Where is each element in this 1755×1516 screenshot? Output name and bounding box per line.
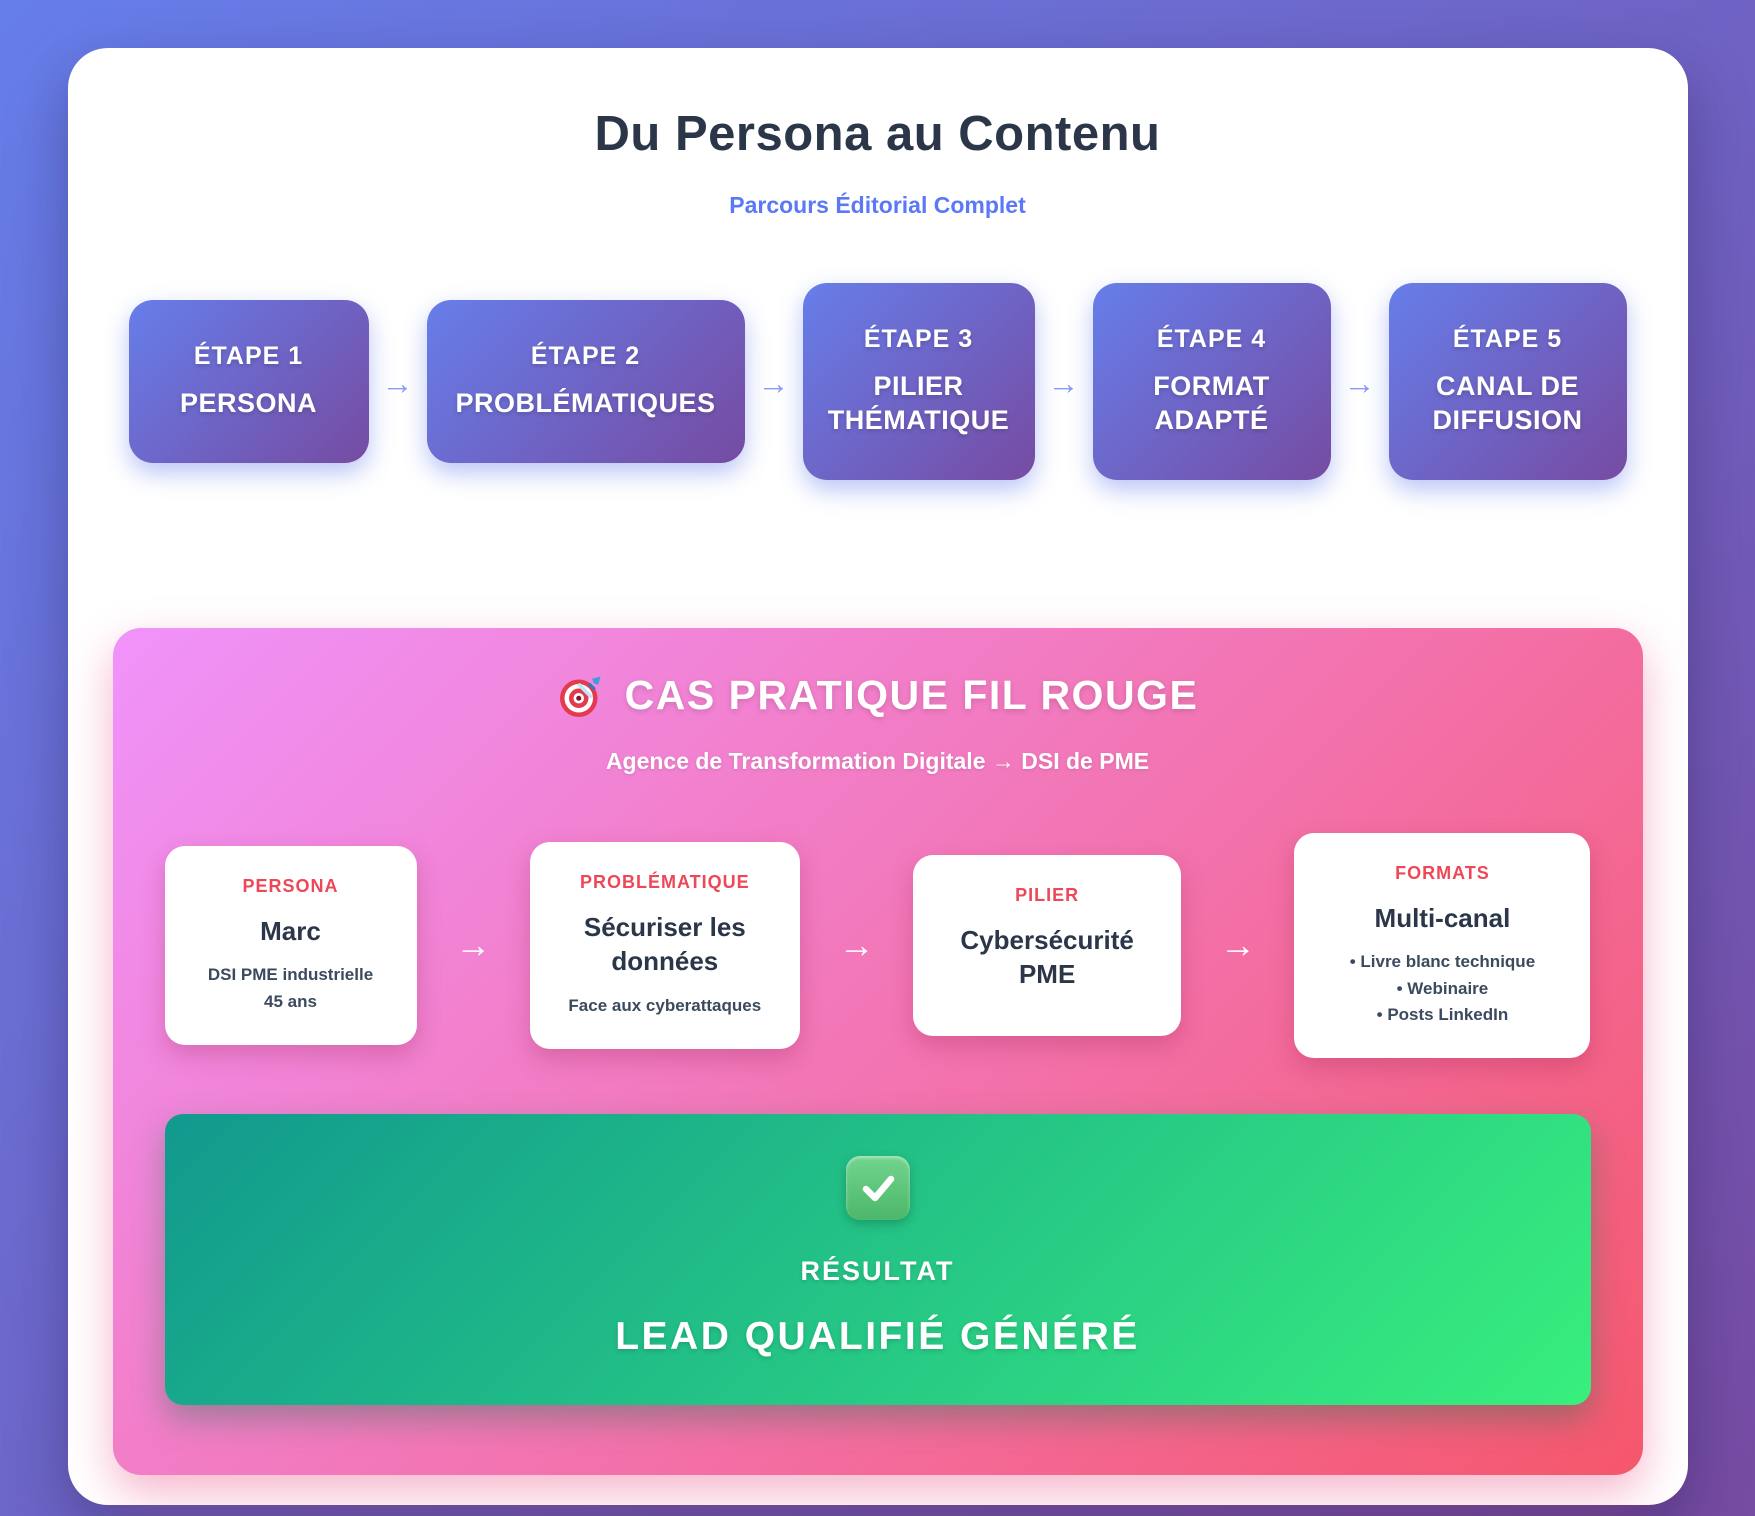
card-line: • Livre blanc technique bbox=[1349, 952, 1536, 972]
main-card: Du Persona au Contenu Parcours Éditorial… bbox=[67, 48, 1688, 1506]
pilier-card: PILIER Cybersécurité PME bbox=[913, 855, 1182, 1036]
card-line: Face aux cyberattaques bbox=[568, 995, 762, 1015]
step-label: ÉTAPE 5 bbox=[1452, 325, 1563, 353]
page-title: Du Persona au Contenu bbox=[594, 107, 1161, 161]
arrow-right-icon: → bbox=[455, 924, 492, 966]
case-cards-row: PERSONA Marc DSI PME industrielle 45 ans… bbox=[164, 832, 1591, 1059]
card-title: Multi-canal bbox=[1374, 902, 1511, 933]
case-study-header: CAS PRATIQUE FIL ROUGE bbox=[165, 672, 1591, 720]
step-label: ÉTAPE 2 bbox=[530, 341, 641, 370]
case-study-subtitle: Agence de Transformation Digitale → DSI … bbox=[605, 747, 1150, 774]
arrow-right-icon: → bbox=[757, 364, 790, 401]
target-icon bbox=[557, 672, 605, 720]
card-line: • Webinaire bbox=[1396, 978, 1489, 998]
card-label: PERSONA bbox=[242, 875, 339, 896]
step-label: ÉTAPE 4 bbox=[1156, 325, 1267, 353]
card-label: FORMATS bbox=[1395, 862, 1490, 883]
result-title: LEAD QUALIFIÉ GÉNÉRÉ bbox=[615, 1315, 1140, 1359]
step-label: ÉTAPE 1 bbox=[193, 341, 304, 370]
card-line: 45 ans bbox=[264, 991, 317, 1011]
step-box-4: ÉTAPE 4 FORMAT ADAPTÉ bbox=[1092, 283, 1331, 480]
step-box-1: ÉTAPE 1 PERSONA bbox=[128, 299, 369, 463]
card-label: PILIER bbox=[1015, 885, 1080, 906]
case-study-panel: CAS PRATIQUE FIL ROUGE Agence de Transfo… bbox=[112, 627, 1643, 1476]
arrow-right-icon: → bbox=[381, 364, 414, 401]
arrow-right-icon: → bbox=[1219, 924, 1256, 966]
steps-row: ÉTAPE 1 PERSONA → ÉTAPE 2 PROBLÉMATIQUES… bbox=[113, 283, 1643, 480]
problematique-card: PROBLÉMATIQUE Sécuriser les données Face… bbox=[529, 841, 800, 1049]
result-banner: RÉSULTAT LEAD QUALIFIÉ GÉNÉRÉ bbox=[164, 1114, 1591, 1406]
step-box-5: ÉTAPE 5 CANAL DE DIFFUSION bbox=[1388, 283, 1627, 480]
arrow-right-icon: → bbox=[838, 924, 875, 966]
check-icon bbox=[845, 1156, 910, 1221]
card-title: Cybersécurité PME bbox=[960, 925, 1134, 989]
page-subtitle: Parcours Éditorial Complet bbox=[729, 192, 1026, 218]
arrow-right-icon: → bbox=[1343, 364, 1376, 401]
card-line: • Posts LinkedIn bbox=[1376, 1004, 1509, 1024]
step-box-3: ÉTAPE 3 PILIER THÉMATIQUE bbox=[802, 283, 1035, 480]
step-name: CANAL DE DIFFUSION bbox=[1432, 371, 1583, 435]
card-label: PROBLÉMATIQUE bbox=[579, 871, 750, 892]
step-name: PERSONA bbox=[179, 387, 318, 418]
step-name: PROBLÉMATIQUES bbox=[455, 387, 716, 418]
case-study-title: CAS PRATIQUE FIL ROUGE bbox=[624, 672, 1199, 718]
step-box-2: ÉTAPE 2 PROBLÉMATIQUES bbox=[426, 299, 745, 463]
persona-card: PERSONA Marc DSI PME industrielle 45 ans bbox=[164, 845, 417, 1046]
result-label: RÉSULTAT bbox=[800, 1256, 955, 1287]
formats-card: FORMATS Multi-canal • Livre blanc techni… bbox=[1294, 832, 1591, 1059]
card-title: Sécuriser les données bbox=[583, 911, 746, 976]
step-name: PILIER THÉMATIQUE bbox=[827, 371, 1010, 435]
arrow-right-icon: → bbox=[1047, 364, 1080, 401]
card-title: Marc bbox=[260, 915, 321, 946]
step-name: FORMAT ADAPTÉ bbox=[1153, 371, 1270, 435]
step-label: ÉTAPE 3 bbox=[863, 325, 974, 353]
card-line: DSI PME industrielle bbox=[207, 965, 374, 985]
